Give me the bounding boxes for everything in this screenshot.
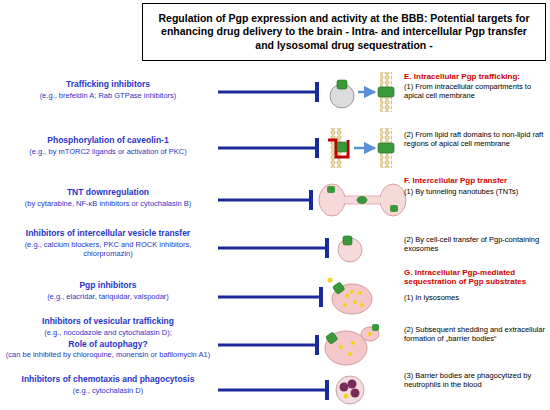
inhibitor-heading: Phosphorylation of caveolin-1 xyxy=(2,136,214,146)
inhibitor-examples: (by cytarabine, NF-κB inhibitors or cyto… xyxy=(2,200,214,209)
inhibitor-examples: (e.g., calcium blockers, PKC and ROCK in… xyxy=(2,241,214,258)
lysosome xyxy=(328,278,373,315)
inhibitor-heading: TNT downregulation xyxy=(2,188,214,198)
process-note: (1) By tunneling nanotubes (TNTs) xyxy=(404,188,548,197)
inhibitor-examples: (e.g., elacridar, tariquidar, valspodar) xyxy=(2,293,214,302)
inhibitor-heading: Role of autophagy? xyxy=(2,340,214,350)
inhibition-bars xyxy=(218,82,327,400)
process-note: (2) From lipid raft domains to non-lipid… xyxy=(404,131,548,148)
section-heading: G. Intracellular Pgp-mediated sequestrat… xyxy=(404,268,548,286)
exosome xyxy=(338,236,362,262)
inhibitor-heading: Inhibitors of vesicular trafficking xyxy=(2,317,214,327)
vesicle-trafficking xyxy=(330,72,394,112)
barrier-body-shedding xyxy=(325,324,379,365)
inhibitor-examples: (e.g., cytochalasin D) xyxy=(2,387,214,396)
process-note: (3) Barrier bodies are phagocytized by n… xyxy=(404,372,548,389)
process-note: (2) Subsequent shedding and extracellula… xyxy=(404,326,548,343)
inhibitor-examples: (can be inhibited by chloroquine, monens… xyxy=(2,351,214,360)
inhibitor-examples: (e.g., brefeldin A; Rab GTPase inhibitor… xyxy=(2,92,214,101)
inhibitor-heading: Pgp inhibitors xyxy=(2,281,214,291)
neutrophil xyxy=(336,376,364,404)
inhibitor-heading: Trafficking inhibitors xyxy=(2,80,214,90)
inhibitor-examples: (e.g., by mTORC2 ligands or activation o… xyxy=(2,148,214,157)
lipid-raft-transfer xyxy=(328,128,394,168)
section-heading: F. Intercellular Pgp transfer xyxy=(404,176,548,185)
inhibitor-examples: (e.g., nocodazole and cytochalasin D); xyxy=(2,329,214,338)
inhibitor-heading: Inhibitors of chemotaxis and phagocytosi… xyxy=(2,375,214,385)
process-note: (1) In lysosomes xyxy=(404,294,548,303)
tunneling-nanotube xyxy=(319,184,406,216)
section-heading: E. Intracellular Pgp trafficking: xyxy=(404,72,548,81)
title-heading: Regulation of Pgp expression and activit… xyxy=(142,3,546,61)
process-note: (2) By cell-cell transfer of Pgp-contain… xyxy=(404,236,548,253)
process-note: (1) From intracellular compartments to a… xyxy=(404,83,548,100)
inhibitor-heading: Inhibitors of intercellular vesicle tran… xyxy=(2,229,214,239)
